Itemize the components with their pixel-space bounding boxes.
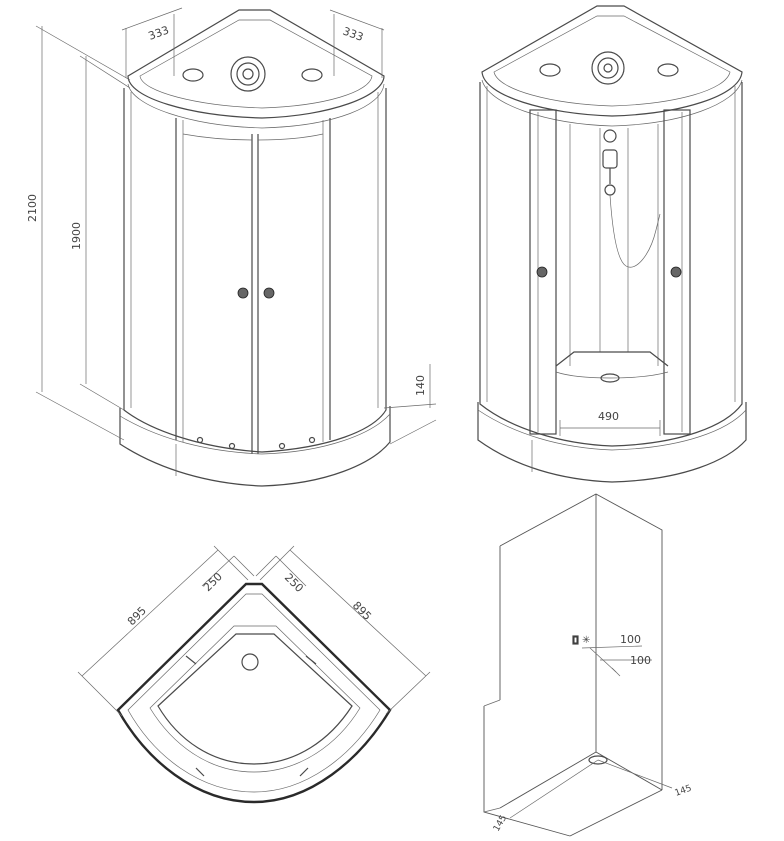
shower-hose: [609, 194, 661, 268]
door-handle-right-icon: [263, 287, 275, 299]
open-view: 490: [477, 5, 747, 483]
door-handle-right-icon: [670, 266, 682, 278]
cold-water-icon: ✳: [582, 635, 590, 646]
hand-shower-icon: [604, 184, 616, 196]
dim-145-right: 145: [674, 784, 694, 799]
shower-tray: [477, 402, 747, 483]
tray-outline: [116, 582, 392, 804]
light-icon: [301, 68, 323, 82]
water-supply-icon: [572, 635, 579, 645]
dim-140: 140: [414, 375, 427, 396]
front-roof: [127, 9, 385, 119]
dim-490: 490: [598, 410, 619, 423]
mixer-icon: [603, 129, 617, 143]
drain-icon: [241, 653, 259, 671]
vent-icon: [182, 68, 204, 82]
wall-view: ✳ 100 100 145 145: [483, 493, 694, 837]
shower-tray: [119, 406, 391, 487]
dim-2100: 2100: [26, 194, 39, 222]
dim-250-right: 250: [282, 571, 306, 595]
shower-head-icon: [591, 51, 625, 85]
dim-895-right: 895: [350, 599, 374, 623]
dim-100-b: 100: [630, 654, 651, 667]
dim-250-left: 250: [201, 570, 225, 594]
floor-drain-icon: [588, 755, 608, 765]
dim-1900: 1900: [70, 222, 83, 250]
front-view: 333 333 2100 1900 140: [26, 7, 437, 487]
open-roof: [481, 5, 743, 117]
dim-895-left: 895: [125, 604, 149, 628]
light-icon: [657, 63, 679, 77]
dim-333-left: 333: [147, 23, 171, 42]
drain-icon: [600, 373, 620, 383]
thermostat-icon: [602, 149, 618, 169]
top-view: 895 895 250 250: [77, 545, 431, 804]
door-handle-left-icon: [536, 266, 548, 278]
shower-head-icon: [230, 56, 266, 92]
door-handle-left-icon: [237, 287, 249, 299]
dim-100-a: 100: [620, 633, 641, 646]
vent-icon: [539, 63, 561, 77]
dim-333-right: 333: [341, 25, 365, 44]
dim-145-left: 145: [492, 814, 509, 834]
